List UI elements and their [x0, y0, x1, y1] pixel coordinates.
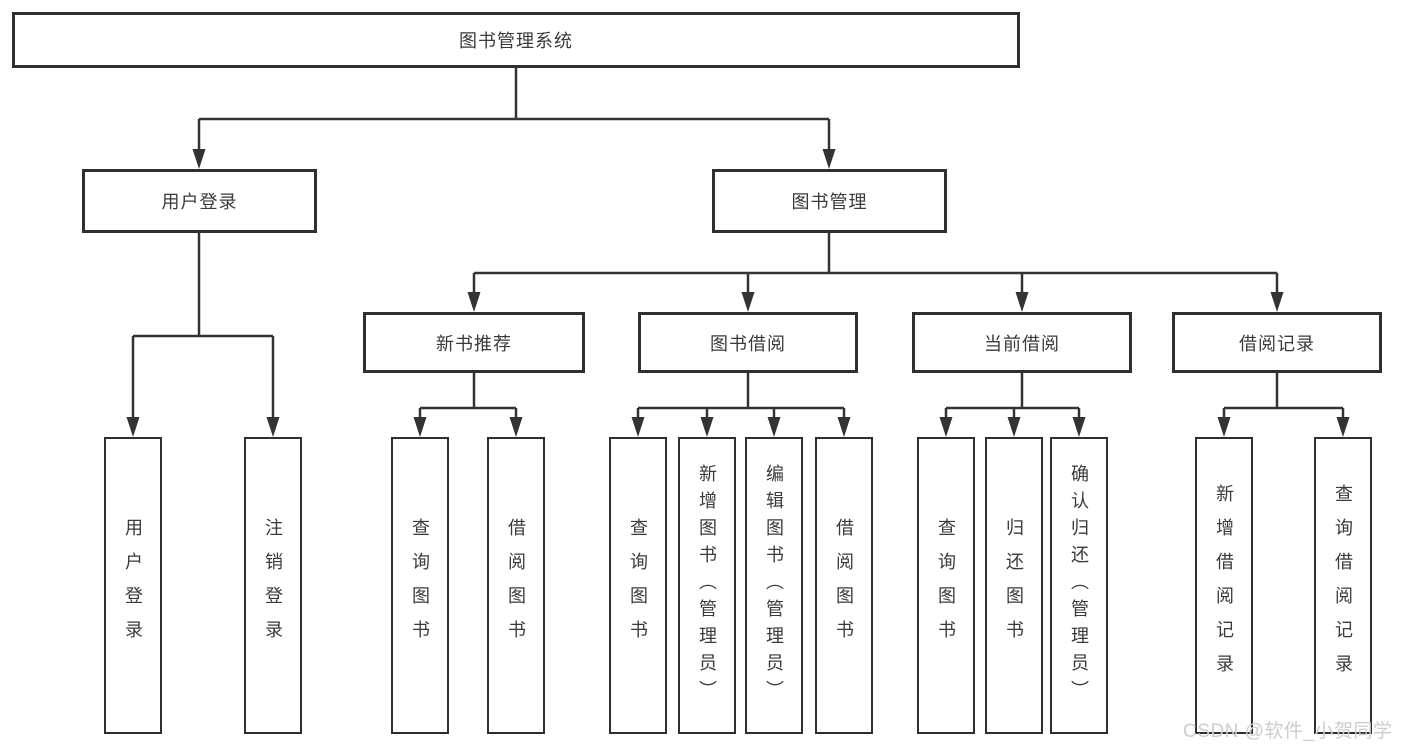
connector-userlogin-to-leaves	[126, 233, 280, 437]
node-leaf-bb-query-book-label: 查询图书	[628, 517, 648, 654]
node-leaf-bb-borrow-book: 借阅图书	[815, 437, 873, 734]
node-leaf-bb-edit-book-label: 编辑图书（管理员）	[764, 464, 784, 707]
node-book-management: 图书管理	[712, 169, 947, 233]
node-user-login-label: 用户登录	[161, 192, 238, 212]
node-leaf-cb-return-book-label: 归还图书	[1004, 517, 1024, 654]
node-leaf-nb-query-book-label: 查询图书	[410, 517, 430, 654]
node-leaf-nb-borrow-book-label: 借阅图书	[506, 517, 526, 654]
connector-bookborrow-to-leaves	[631, 373, 851, 437]
node-leaf-cb-query-book-label: 查询图书	[936, 517, 956, 654]
node-leaf-user-login-label: 用户登录	[123, 517, 143, 654]
node-book-borrow: 图书借阅	[638, 312, 858, 373]
node-user-login: 用户登录	[82, 169, 317, 233]
node-leaf-bb-add-book: 新增图书（管理员）	[678, 437, 736, 734]
node-leaf-user-login: 用户登录	[104, 437, 162, 734]
node-book-management-label: 图书管理	[791, 192, 868, 212]
watermark: CSDN @软件_小贺同学	[1183, 721, 1393, 742]
node-book-borrow-label: 图书借阅	[710, 333, 786, 354]
node-leaf-nb-borrow-book: 借阅图书	[487, 437, 545, 734]
node-borrow-record-label: 借阅记录	[1239, 333, 1315, 354]
connector-currentborrow-to-leaves	[939, 373, 1086, 437]
node-leaf-cb-return-book: 归还图书	[985, 437, 1043, 734]
node-leaf-bb-add-book-label: 新增图书（管理员）	[697, 464, 717, 707]
node-new-book-recommend: 新书推荐	[363, 312, 585, 373]
node-leaf-cb-confirm-return-label: 确认归还（管理员）	[1069, 464, 1089, 707]
node-borrow-record: 借阅记录	[1172, 312, 1382, 373]
node-new-book-recommend-label: 新书推荐	[436, 333, 512, 354]
node-current-borrow-label: 当前借阅	[984, 333, 1060, 354]
connector-root-to-level2	[192, 68, 836, 169]
node-leaf-br-add-record: 新增借阅记录	[1195, 437, 1253, 734]
node-leaf-bb-borrow-book-label: 借阅图书	[834, 517, 854, 654]
node-root-label: 图书管理系统	[459, 31, 573, 51]
node-leaf-nb-query-book: 查询图书	[391, 437, 449, 734]
node-leaf-logout-label: 注销登录	[263, 517, 283, 654]
node-leaf-bb-query-book: 查询图书	[609, 437, 667, 734]
connector-newbookrecommend-to-leaves	[413, 373, 523, 437]
node-leaf-br-query-record-label: 查询借阅记录	[1333, 483, 1353, 688]
node-current-borrow: 当前借阅	[912, 312, 1132, 373]
node-leaf-br-query-record: 查询借阅记录	[1314, 437, 1372, 734]
connector-borrowrecord-to-leaves	[1217, 373, 1350, 437]
node-leaf-cb-confirm-return: 确认归还（管理员）	[1050, 437, 1108, 734]
node-leaf-br-add-record-label: 新增借阅记录	[1214, 483, 1234, 688]
node-leaf-logout: 注销登录	[244, 437, 302, 734]
node-leaf-bb-edit-book: 编辑图书（管理员）	[745, 437, 803, 734]
node-root: 图书管理系统	[12, 12, 1020, 68]
connector-bookmanagement-to-level3	[467, 233, 1284, 312]
node-leaf-cb-query-book: 查询图书	[917, 437, 975, 734]
